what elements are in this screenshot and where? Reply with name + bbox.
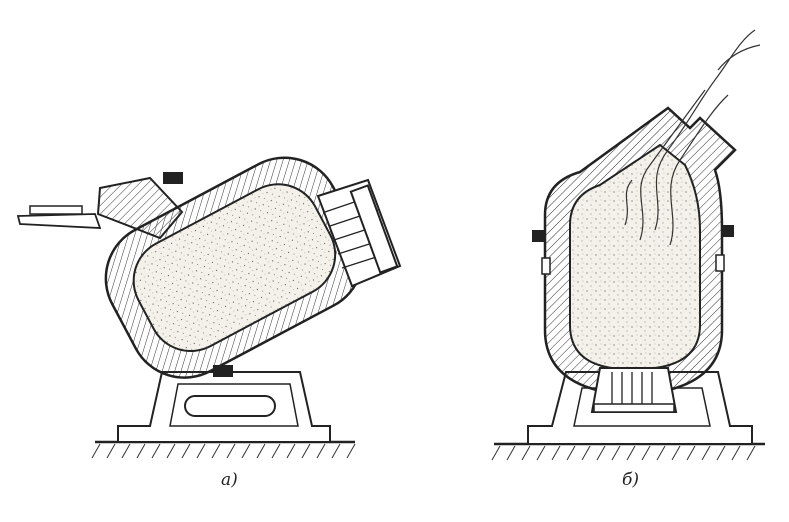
trunnion-top-a [163,172,183,184]
trunnion-left-b [532,230,544,242]
trunnion-right-b [722,225,734,237]
converter-vessel-a [104,156,365,379]
trunnion-bottom-a [213,365,233,377]
tuyere-box-a [316,178,402,288]
ground-a [91,440,356,459]
stand-window-a [184,395,276,417]
caption-panel-b: б) [622,470,640,490]
converter-mouth-a [96,176,184,240]
exhaust-gases-b [624,29,761,246]
panel-b [491,29,765,461]
tuyere-box-b [590,367,678,413]
ground-b [491,442,765,461]
support-stand-a [117,371,331,443]
pouring-spout-a [16,205,102,229]
caption-panel-a: а) [221,470,238,490]
panel-a [16,156,402,459]
